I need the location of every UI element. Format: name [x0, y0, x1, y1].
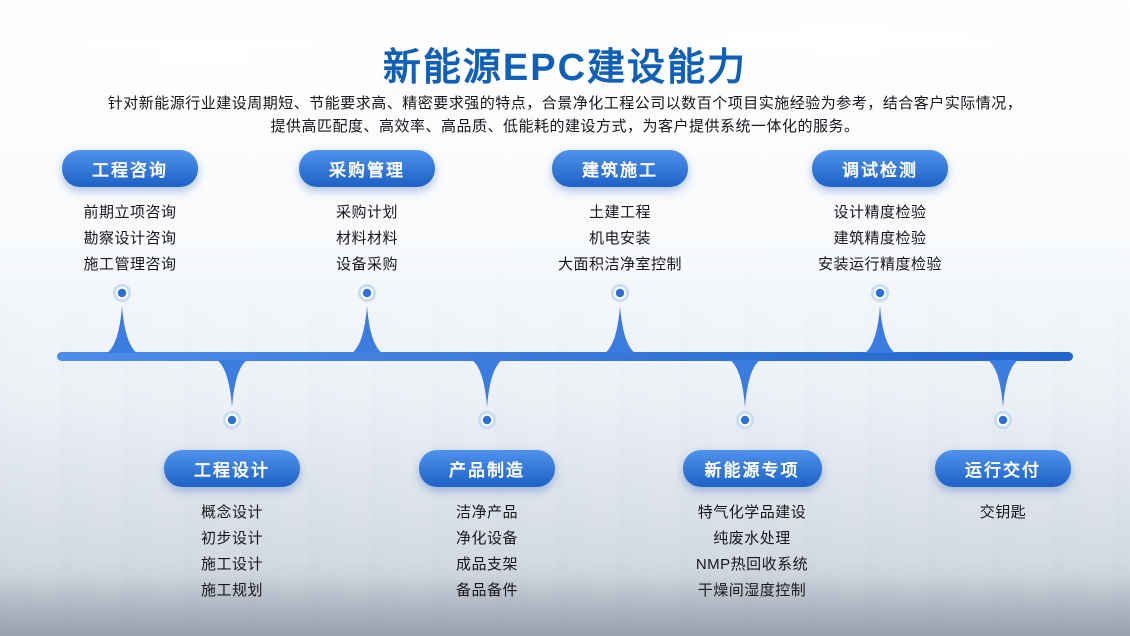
list-item: 干燥间湿度控制 [697, 582, 807, 599]
group-commissioning-inspection: 调试检测 设计精度检验 建筑精度检验 安装运行精度检验 [755, 150, 1005, 278]
timeline-dot [478, 411, 496, 429]
group-operation-delivery: 运行交付 交钥匙 [878, 450, 1128, 526]
connector-spike-up [605, 306, 635, 353]
list-item: 设计精度检验 [833, 204, 927, 221]
list-item: 成品支架 [455, 556, 518, 573]
list-item: 概念设计 [200, 504, 263, 521]
connector-spike-down [730, 360, 760, 407]
timeline-dot [358, 284, 376, 302]
item-list: 土建工程 机电安装 大面积洁净室控制 [495, 200, 745, 278]
category-pill-procurement-management: 采购管理 [299, 150, 435, 187]
list-item: 纯废水处理 [713, 530, 791, 547]
connector-spike-up [865, 306, 895, 353]
list-item: 交钥匙 [979, 504, 1027, 521]
list-item: 初步设计 [200, 530, 263, 547]
list-item: 采购计划 [335, 204, 398, 221]
connector-spike-down [988, 360, 1018, 407]
timeline-dot [611, 284, 629, 302]
subtitle-line-2: 提供高匹配度、高效率、高品质、低能耗的建设方式，为客户提供系统一体化的服务。 [270, 118, 860, 135]
list-item: 特气化学品建设 [697, 504, 807, 521]
list-item: 土建工程 [588, 204, 651, 221]
group-procurement-management: 采购管理 采购计划 材料材料 设备采购 [242, 150, 492, 278]
timeline-graphic [57, 284, 1073, 429]
category-pill-engineering-consulting: 工程咨询 [62, 150, 198, 187]
timeline-bar [57, 352, 1073, 361]
list-item: 洁净产品 [455, 504, 518, 521]
item-list: 交钥匙 [878, 500, 1128, 526]
connector-spike-down [217, 360, 247, 407]
group-engineering-consulting: 工程咨询 前期立项咨询 勘察设计咨询 施工管理咨询 [5, 150, 255, 278]
subtitle: 针对新能源行业建设周期短、节能要求高、精密要求强的特点，合景净化工程公司以数百个… [0, 92, 1130, 138]
timeline-dot [871, 284, 889, 302]
list-item: 勘察设计咨询 [83, 230, 177, 247]
item-list: 特气化学品建设 纯废水处理 NMP热回收系统 干燥间湿度控制 [627, 500, 877, 604]
timeline-dot [113, 284, 131, 302]
item-list: 设计精度检验 建筑精度检验 安装运行精度检验 [755, 200, 1005, 278]
item-list: 洁净产品 净化设备 成品支架 备品备件 [362, 500, 612, 604]
list-item: 施工设计 [200, 556, 263, 573]
background-floor-shade [0, 576, 1130, 636]
page-title: 新能源EPC建设能力 [382, 47, 748, 89]
category-pill-new-energy-special: 新能源专项 [682, 450, 822, 487]
list-item: 前期立项咨询 [83, 204, 177, 221]
connector-spike-up [107, 306, 137, 353]
group-engineering-design: 工程设计 概念设计 初步设计 施工设计 施工规划 [107, 450, 357, 604]
group-building-construction: 建筑施工 土建工程 机电安装 大面积洁净室控制 [495, 150, 745, 278]
list-item: 机电安装 [588, 230, 651, 247]
category-pill-operation-delivery: 运行交付 [935, 450, 1071, 487]
list-item: 设备采购 [335, 256, 398, 273]
category-pill-commissioning-inspection: 调试检测 [812, 150, 948, 187]
list-item: 大面积洁净室控制 [557, 256, 682, 273]
list-item: 净化设备 [455, 530, 518, 547]
connector-spike-down [472, 360, 502, 407]
category-pill-product-manufacturing: 产品制造 [419, 450, 555, 487]
timeline-dot [223, 411, 241, 429]
category-pill-engineering-design: 工程设计 [164, 450, 300, 487]
subtitle-line-1: 针对新能源行业建设周期短、节能要求高、精密要求强的特点，合景净化工程公司以数百个… [107, 95, 1023, 112]
list-item: 材料材料 [335, 230, 398, 247]
list-item: 施工规划 [200, 582, 263, 599]
item-list: 前期立项咨询 勘察设计咨询 施工管理咨询 [5, 200, 255, 278]
list-item: NMP热回收系统 [695, 556, 809, 573]
item-list: 概念设计 初步设计 施工设计 施工规划 [107, 500, 357, 604]
list-item: 建筑精度检验 [833, 230, 927, 247]
category-pill-building-construction: 建筑施工 [552, 150, 688, 187]
list-item: 备品备件 [455, 582, 518, 599]
timeline-dot [994, 411, 1012, 429]
connector-spike-up [352, 306, 382, 353]
list-item: 施工管理咨询 [83, 256, 177, 273]
timeline-dot [736, 411, 754, 429]
group-product-manufacturing: 产品制造 洁净产品 净化设备 成品支架 备品备件 [362, 450, 612, 604]
list-item: 安装运行精度检验 [817, 256, 942, 273]
group-new-energy-special: 新能源专项 特气化学品建设 纯废水处理 NMP热回收系统 干燥间湿度控制 [627, 450, 877, 604]
item-list: 采购计划 材料材料 设备采购 [242, 200, 492, 278]
